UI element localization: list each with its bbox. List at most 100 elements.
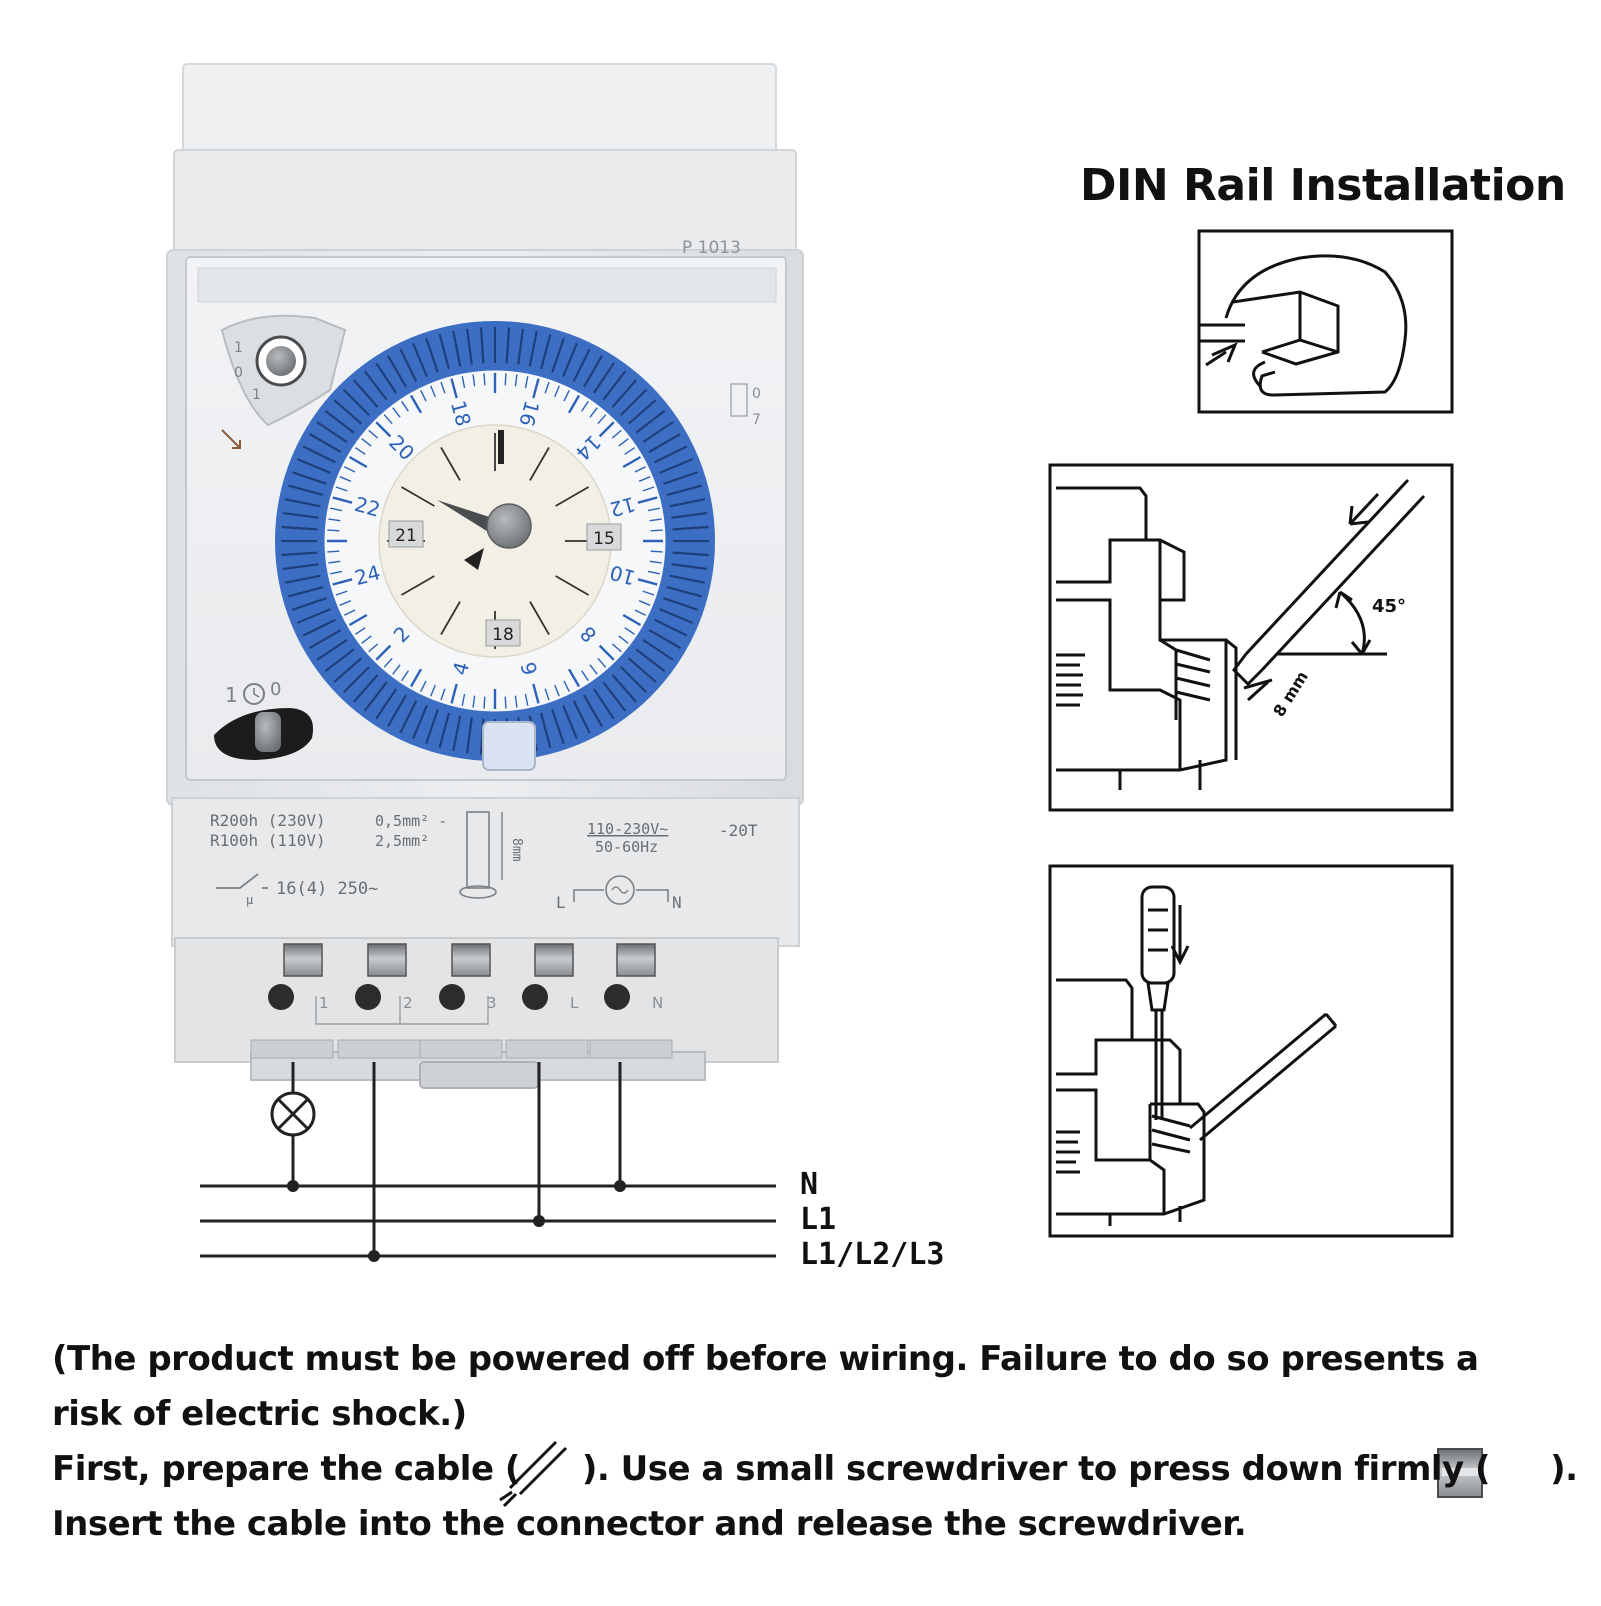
dial-pin[interactable] <box>551 338 565 373</box>
dial-pin[interactable] <box>671 511 708 519</box>
dial-pin[interactable] <box>620 666 648 694</box>
dial-pin[interactable] <box>602 370 627 401</box>
dial-pin[interactable] <box>375 688 398 720</box>
dial-pin[interactable] <box>540 712 552 748</box>
dial-pin[interactable] <box>505 327 511 364</box>
dial-pin[interactable] <box>672 551 709 557</box>
dial-pin[interactable] <box>353 674 379 703</box>
dial-pin[interactable] <box>628 399 657 425</box>
dial-pin[interactable] <box>654 618 688 637</box>
dial-pin[interactable] <box>353 379 379 408</box>
dial-pin[interactable] <box>562 705 578 740</box>
dial-pin[interactable] <box>363 681 388 712</box>
dial-pin[interactable] <box>663 597 698 611</box>
dial-pin[interactable] <box>281 525 318 531</box>
dial-pin[interactable] <box>284 498 321 508</box>
dial-pin[interactable] <box>399 700 418 734</box>
dial-pin[interactable] <box>611 379 637 408</box>
terminal-wire-hole[interactable] <box>522 984 548 1010</box>
terminal-release-slot[interactable] <box>367 943 407 977</box>
dial-pin[interactable] <box>288 484 324 496</box>
dial-pin[interactable] <box>517 328 525 365</box>
dial-pin[interactable] <box>281 551 318 557</box>
dial-pin[interactable] <box>292 597 327 611</box>
dial-pin[interactable] <box>292 471 327 485</box>
dial-pin[interactable] <box>438 334 450 370</box>
dial-pin[interactable] <box>583 694 603 727</box>
dial-pin[interactable] <box>387 694 407 727</box>
dial-pin[interactable] <box>654 445 688 464</box>
terminal-wire-hole[interactable] <box>604 984 630 1010</box>
dial-pin[interactable] <box>316 638 348 661</box>
dial-pin[interactable] <box>642 421 674 444</box>
dial-pin[interactable] <box>412 342 428 377</box>
dial-pin[interactable] <box>659 608 694 624</box>
dial-pin[interactable] <box>620 388 648 416</box>
override-switch[interactable]: 1 0 1 <box>220 314 347 449</box>
dial-pin[interactable] <box>412 705 428 740</box>
dial-pin[interactable] <box>282 563 319 571</box>
dial-pin[interactable] <box>669 498 706 508</box>
dial-pin[interactable] <box>375 362 398 394</box>
dial-pin[interactable] <box>672 525 709 531</box>
dial-pin[interactable] <box>648 433 681 453</box>
dial-pin[interactable] <box>284 574 321 584</box>
dial-pin[interactable] <box>572 700 591 734</box>
dial-pin[interactable] <box>635 648 666 673</box>
dial-pin[interactable] <box>302 445 336 464</box>
dial-pin[interactable] <box>551 709 565 744</box>
dial-pin[interactable] <box>309 433 342 453</box>
dial-pin[interactable] <box>316 421 348 444</box>
dial-pin[interactable] <box>342 388 370 416</box>
dial-pin[interactable] <box>342 666 370 694</box>
dial-pin[interactable] <box>324 409 355 434</box>
dial-pin[interactable] <box>309 629 342 649</box>
dial-pin[interactable] <box>666 484 702 496</box>
dial-pin[interactable] <box>288 586 324 598</box>
dial-pin[interactable] <box>465 328 473 365</box>
dial-pin[interactable] <box>635 409 666 434</box>
dial-pin[interactable] <box>628 657 657 683</box>
dial-pin[interactable] <box>592 362 615 394</box>
dial-pin[interactable] <box>302 618 336 637</box>
dial-pin[interactable] <box>528 330 538 367</box>
dial-pin[interactable] <box>648 629 681 649</box>
terminal-release-slot[interactable] <box>616 943 656 977</box>
dial-pin[interactable] <box>399 348 418 382</box>
terminal-release-slot[interactable] <box>283 943 323 977</box>
dial-pin[interactable] <box>642 638 674 661</box>
dial-pin[interactable] <box>296 458 331 474</box>
dial-pin[interactable] <box>452 715 462 752</box>
terminal-wire-hole[interactable] <box>355 984 381 1010</box>
dial-pin[interactable] <box>659 458 694 474</box>
dial-pin[interactable] <box>583 355 603 388</box>
dial-pin[interactable] <box>611 674 637 703</box>
dial-pin[interactable] <box>465 717 473 754</box>
dial-pin[interactable] <box>425 709 439 744</box>
dial-pin[interactable] <box>663 471 698 485</box>
dial-pin[interactable] <box>438 712 450 748</box>
dial-segment-pins[interactable] <box>281 327 709 755</box>
terminal-wire-hole[interactable] <box>439 984 465 1010</box>
dial-pin[interactable] <box>296 608 331 624</box>
terminal-release-slot[interactable] <box>534 943 574 977</box>
dial-pin[interactable] <box>592 688 615 720</box>
terminal-wire-hole[interactable] <box>268 984 294 1010</box>
dial-pin[interactable] <box>666 586 702 598</box>
dial-pin[interactable] <box>669 574 706 584</box>
dial-pin[interactable] <box>333 399 362 425</box>
dial-pin[interactable] <box>562 342 578 377</box>
dial-pin[interactable] <box>387 355 407 388</box>
dial-pin[interactable] <box>333 657 362 683</box>
dial-pin[interactable] <box>602 681 627 712</box>
terminal-release-slot[interactable] <box>451 943 491 977</box>
dial-pin[interactable] <box>671 563 708 571</box>
dial-pin[interactable] <box>540 334 552 370</box>
dial-pin[interactable] <box>425 338 439 373</box>
dial-pin[interactable] <box>572 348 591 382</box>
dial-pin[interactable] <box>282 511 319 519</box>
dial-pin[interactable] <box>363 370 388 401</box>
dial-pin[interactable] <box>479 327 485 364</box>
dial-pin[interactable] <box>324 648 355 673</box>
mode-switch[interactable]: 1 0 <box>214 679 314 760</box>
